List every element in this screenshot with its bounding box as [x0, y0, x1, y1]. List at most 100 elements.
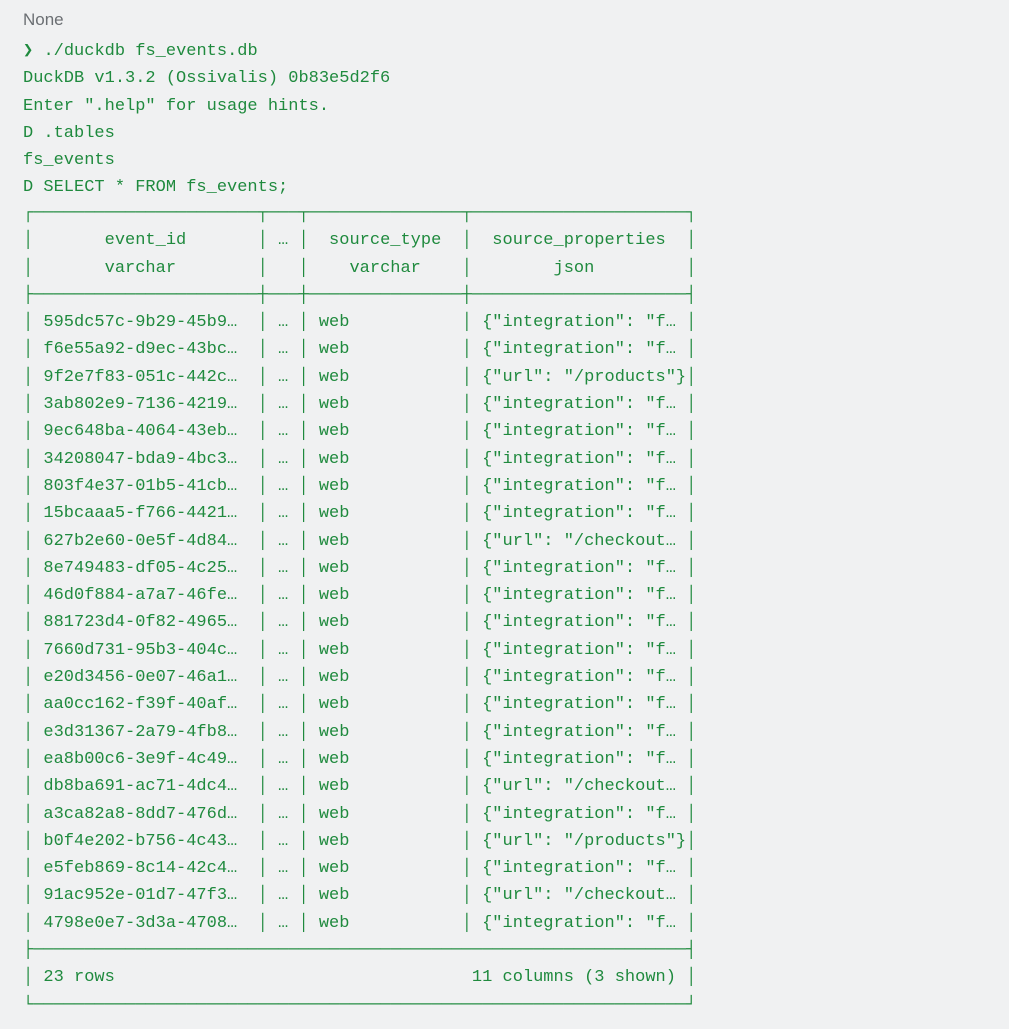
- select-command: D SELECT * FROM fs_events;: [23, 178, 289, 198]
- table-row: │ 9ec648ba-4064-43eb… │ … │ web │ {"inte…: [23, 422, 697, 442]
- table-cell: {"integration": "f…: [471, 558, 687, 578]
- table-cell: web: [308, 367, 462, 387]
- table-cell: …: [267, 859, 299, 879]
- table-cell: …: [267, 886, 299, 906]
- table-cell: …: [267, 640, 299, 660]
- table-cell: 4798e0e7-3d3a-4708…: [33, 913, 258, 933]
- table-cell: …: [267, 722, 299, 742]
- table-cell: {"integration": "f…: [471, 476, 687, 496]
- table-row: │ f6e55a92-d9ec-43bc… │ … │ web │ {"inte…: [23, 340, 697, 360]
- column-type: varchar: [33, 258, 258, 278]
- table-cell: …: [267, 749, 299, 769]
- shell-command-line: ❯ ./duckdb fs_events.db: [23, 38, 390, 65]
- table-cell: …: [267, 831, 299, 851]
- result-table: ┌──────────────────────┬───┬────────────…: [23, 200, 696, 1019]
- terminal-output: ❯ ./duckdb fs_events.db DuckDB v1.3.2 (O…: [23, 38, 390, 202]
- table-cell: 9f2e7f83-051c-442c…: [33, 367, 258, 387]
- table-cell: {"url": "/products"}: [471, 831, 687, 851]
- table-cell: e3d31367-2a79-4fb8…: [33, 722, 258, 742]
- table-cell: 627b2e60-0e5f-4d84…: [33, 531, 258, 551]
- table-cell: f6e55a92-d9ec-43bc…: [33, 340, 258, 360]
- table-cell: web: [308, 613, 462, 633]
- table-cell: web: [308, 913, 462, 933]
- table-cell: 595dc57c-9b29-45b9…: [33, 313, 258, 333]
- table-cell: 9ec648ba-4064-43eb…: [33, 422, 258, 442]
- table-row: │ 7660d731-95b3-404c… │ … │ web │ {"inte…: [23, 640, 697, 660]
- table-type-row: │ varchar │ │ varchar │ json │: [23, 258, 697, 278]
- table-cell: web: [308, 668, 462, 688]
- column-header: event_id: [33, 231, 258, 251]
- table-cell: {"integration": "f…: [471, 695, 687, 715]
- table-cell: db8ba691-ac71-4dc4…: [33, 777, 258, 797]
- table-cell: web: [308, 340, 462, 360]
- table-cell: …: [267, 531, 299, 551]
- table-cell: {"integration": "f…: [471, 504, 687, 524]
- table-header-row: │ event_id │ … │ source_type │ source_pr…: [23, 231, 697, 251]
- table-cell: 46d0f884-a7a7-46fe…: [33, 586, 258, 606]
- table-cell: …: [267, 449, 299, 469]
- table-footer-row: │ 23 rows 11 columns (3 shown) │: [23, 968, 697, 988]
- table-cell: {"integration": "f…: [471, 449, 687, 469]
- table-cell: …: [267, 476, 299, 496]
- table-cell: web: [308, 449, 462, 469]
- table-cell: web: [308, 695, 462, 715]
- table-cell: 91ac952e-01d7-47f3…: [33, 886, 258, 906]
- table-row: │ ea8b00c6-3e9f-4c49… │ … │ web │ {"inte…: [23, 749, 697, 769]
- table-cell: web: [308, 422, 462, 442]
- table-cell: web: [308, 504, 462, 524]
- table-cell: {"url": "/checkout…: [471, 886, 687, 906]
- table-row: │ 9f2e7f83-051c-442c… │ … │ web │ {"url"…: [23, 367, 697, 387]
- table-row: │ aa0cc162-f39f-40af… │ … │ web │ {"inte…: [23, 695, 697, 715]
- table-row: │ 15bcaaa5-f766-4421… │ … │ web │ {"inte…: [23, 504, 697, 524]
- table-cell: …: [267, 586, 299, 606]
- table-cell: web: [308, 476, 462, 496]
- table-cell: web: [308, 804, 462, 824]
- table-cell: 34208047-bda9-4bc3…: [33, 449, 258, 469]
- table-cell: 3ab802e9-7136-4219…: [33, 395, 258, 415]
- table-cell: {"integration": "f…: [471, 313, 687, 333]
- table-cell: {"integration": "f…: [471, 422, 687, 442]
- table-row: │ 803f4e37-01b5-41cb… │ … │ web │ {"inte…: [23, 476, 697, 496]
- table-cell: a3ca82a8-8dd7-476d…: [33, 804, 258, 824]
- prompt-chevron-icon: ❯: [23, 42, 34, 61]
- table-row: │ 46d0f884-a7a7-46fe… │ … │ web │ {"inte…: [23, 586, 697, 606]
- table-cell: …: [267, 422, 299, 442]
- table-row: │ 4798e0e7-3d3a-4708… │ … │ web │ {"inte…: [23, 913, 697, 933]
- table-cell: web: [308, 395, 462, 415]
- table-cell: web: [308, 859, 462, 879]
- table-cell: e5feb869-8c14-42c4…: [33, 859, 258, 879]
- table-cell: 803f4e37-01b5-41cb…: [33, 476, 258, 496]
- table-cell: web: [308, 313, 462, 333]
- table-cell: ea8b00c6-3e9f-4c49…: [33, 749, 258, 769]
- table-cell: 15bcaaa5-f766-4421…: [33, 504, 258, 524]
- table-top-border: ┌──────────────────────┬───┬────────────…: [23, 204, 697, 223]
- table-cell: …: [267, 913, 299, 933]
- table-bottom-border: └───────────────────────────────────────…: [23, 995, 697, 1015]
- table-cell: web: [308, 640, 462, 660]
- table-cell: web: [308, 586, 462, 606]
- table-cell: aa0cc162-f39f-40af…: [33, 695, 258, 715]
- table-row: │ e5feb869-8c14-42c4… │ … │ web │ {"inte…: [23, 859, 697, 879]
- table-cell: …: [267, 695, 299, 715]
- table-cell: {"integration": "f…: [471, 804, 687, 824]
- table-cell: web: [308, 558, 462, 578]
- shell-command: ./duckdb fs_events.db: [43, 42, 258, 61]
- table-cell: {"integration": "f…: [471, 913, 687, 933]
- table-cell: …: [267, 804, 299, 824]
- table-cell: {"integration": "f…: [471, 613, 687, 633]
- table-row: │ e20d3456-0e07-46a1… │ … │ web │ {"inte…: [23, 668, 697, 688]
- table-cell: {"integration": "f…: [471, 749, 687, 769]
- table-row: │ 881723d4-0f82-4965… │ … │ web │ {"inte…: [23, 613, 697, 633]
- column-header: source_type: [308, 231, 462, 251]
- table-row: │ 3ab802e9-7136-4219… │ … │ web │ {"inte…: [23, 395, 697, 415]
- table-cell: …: [267, 340, 299, 360]
- table-row: │ 91ac952e-01d7-47f3… │ … │ web │ {"url"…: [23, 886, 697, 906]
- table-row: │ 34208047-bda9-4bc3… │ … │ web │ {"inte…: [23, 449, 697, 469]
- table-row: │ 627b2e60-0e5f-4d84… │ … │ web │ {"url"…: [23, 531, 697, 551]
- table-cell: {"integration": "f…: [471, 586, 687, 606]
- table-cell: …: [267, 395, 299, 415]
- table-cell: e20d3456-0e07-46a1…: [33, 668, 258, 688]
- column-header: …: [267, 231, 299, 251]
- row-count: 23 rows: [33, 968, 115, 988]
- table-cell: …: [267, 313, 299, 333]
